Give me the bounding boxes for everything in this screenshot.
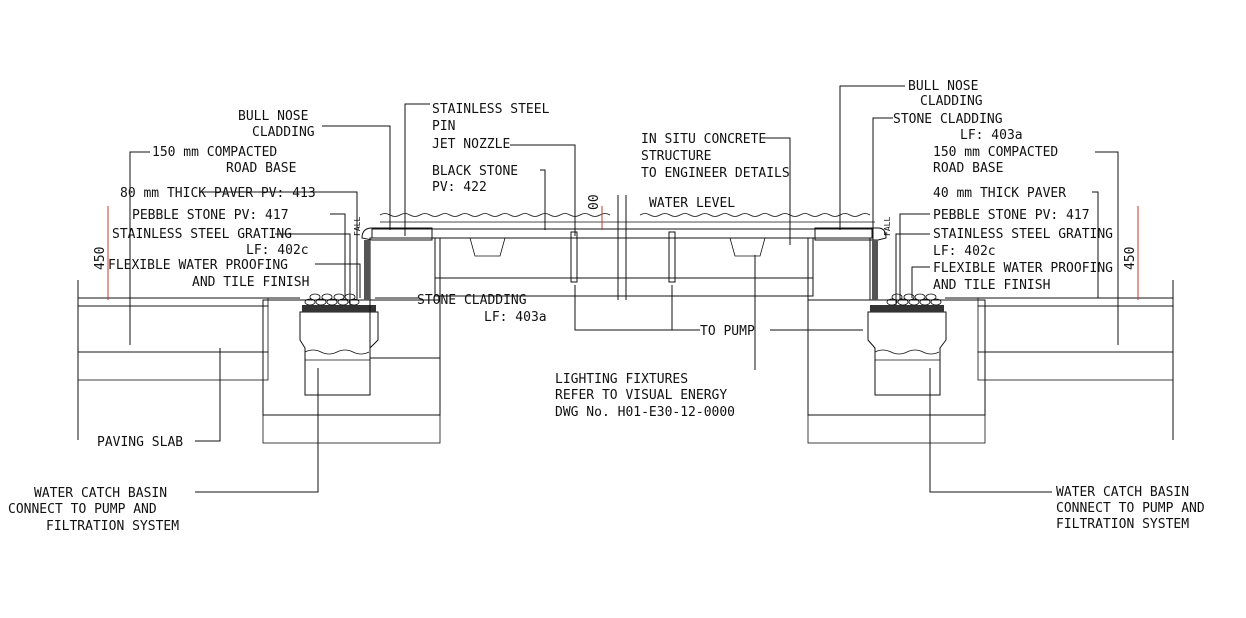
- pebble-stones-left: [304, 293, 360, 306]
- label-catch-basin-right-2: CONNECT TO PUMP AND: [1056, 501, 1205, 516]
- label-bull-nose-left-1: BULL NOSE: [238, 109, 308, 124]
- label-catch-basin-right-3: FILTRATION SYSTEM: [1056, 517, 1189, 532]
- label-road-base-right-2: ROAD BASE: [933, 161, 1003, 176]
- label-catch-basin-left-3: FILTRATION SYSTEM: [46, 519, 179, 534]
- label-lighting-2: REFER TO VISUAL ENERGY: [555, 388, 727, 403]
- label-black-stone-1: BLACK STONE: [432, 164, 518, 179]
- label-water-level: WATER LEVEL: [649, 196, 735, 211]
- label-bull-nose-right-2: CLADDING: [920, 94, 983, 109]
- pool-structure: [361, 195, 887, 359]
- label-paving-slab: PAVING SLAB: [97, 435, 183, 450]
- left-catch-basin: [262, 293, 441, 444]
- dim-left-450: 450: [93, 247, 108, 270]
- label-bull-nose-left-2: CLADDING: [252, 125, 315, 140]
- label-steel-pin-1: STAINLESS STEEL: [432, 102, 550, 117]
- label-jet-nozzle: JET NOZZLE: [432, 137, 510, 152]
- label-waterproof-right-1: FLEXIBLE WATER PROOFING: [933, 261, 1113, 276]
- label-catch-basin-left-1: WATER CATCH BASIN: [34, 486, 167, 501]
- label-catch-basin-right-1: WATER CATCH BASIN: [1056, 485, 1189, 500]
- fall-left: FALL: [353, 217, 362, 236]
- label-steel-pin-2: PIN: [432, 119, 455, 134]
- pebble-stones-right: [886, 293, 942, 306]
- fall-right: FALL: [883, 217, 892, 236]
- label-black-stone-2: PV: 422: [432, 180, 487, 195]
- label-grating-right-2: LF: 402c: [933, 244, 996, 259]
- label-grating-left-code: LF: 402c: [246, 243, 309, 258]
- label-pebble-right: PEBBLE STONE PV: 417: [933, 208, 1090, 223]
- label-grating-right-1: STAINLESS STEEL GRATING: [933, 227, 1113, 242]
- label-in-situ-1: IN SITU CONCRETE: [641, 132, 766, 147]
- label-road-base-left-1: 150 mm COMPACTED: [152, 145, 277, 160]
- label-lighting-3: DWG No. H01-E30-12-0000: [555, 405, 735, 420]
- label-to-pump: TO PUMP: [700, 324, 755, 339]
- label-waterproof-left-2: AND TILE FINISH: [192, 275, 309, 290]
- label-stone-cladding-right-1: STONE CLADDING: [893, 112, 1003, 127]
- label-bull-nose-right-1: BULL NOSE: [908, 79, 978, 94]
- label-stone-cladding-right-2: LF: 403a: [960, 128, 1023, 143]
- leaders: [77, 85, 1174, 493]
- label-road-base-left-2: ROAD BASE: [226, 161, 296, 176]
- label-lighting-1: LIGHTING FIXTURES: [555, 372, 688, 387]
- label-stone-cladding-center-2: LF: 403a: [484, 310, 547, 325]
- label-catch-basin-left-2: CONNECT TO PUMP AND: [8, 502, 157, 517]
- right-catch-basin: [807, 293, 986, 444]
- label-in-situ-2: STRUCTURE: [641, 149, 711, 164]
- label-waterproof-right-2: AND TILE FINISH: [933, 278, 1050, 293]
- label-waterproof-left-1: FLEXIBLE WATER PROOFING: [108, 258, 288, 273]
- label-road-base-right-1: 150 mm COMPACTED: [933, 145, 1058, 160]
- right-ground: [945, 297, 1174, 381]
- labels: BULL NOSE CLADDING STAINLESS STEEL PIN J…: [8, 79, 1205, 534]
- dim-right-450: 450: [1123, 247, 1138, 270]
- label-grating-left: STAINLESS STEEL GRATING: [112, 227, 292, 242]
- dimensions: 450 450 00 FALL FALL: [93, 194, 1139, 300]
- left-ground: [77, 297, 300, 381]
- dim-center: 00: [587, 194, 602, 210]
- label-stone-cladding-center-1: STONE CLADDING: [417, 293, 527, 308]
- label-paver-right: 40 mm THICK PAVER: [933, 186, 1066, 201]
- label-in-situ-3: TO ENGINEER DETAILS: [641, 166, 790, 181]
- label-paver-left: 80 mm THICK PAVER PV: 413: [120, 186, 316, 201]
- label-pebble-left: PEBBLE STONE PV: 417: [132, 208, 289, 223]
